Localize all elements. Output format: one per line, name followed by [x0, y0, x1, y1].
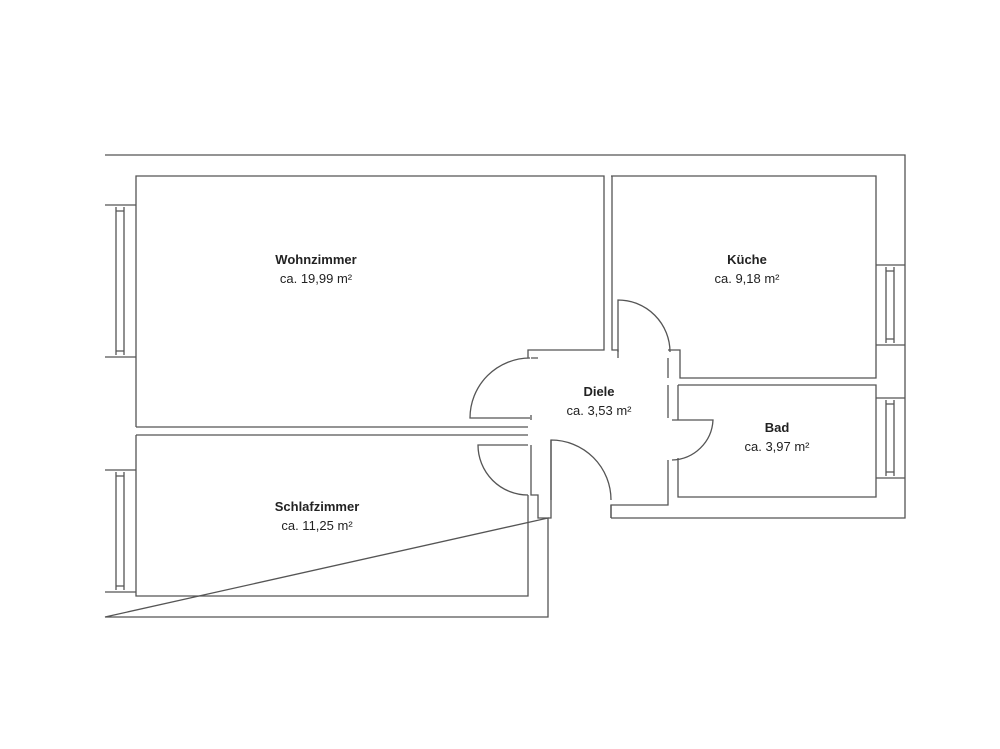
- door-wohnzimmer: [469, 357, 531, 419]
- door-bad: [671, 419, 714, 461]
- door-kueche: [617, 299, 671, 353]
- window-kueche: [876, 264, 905, 346]
- wall-kueche: [611, 175, 877, 379]
- window-wohnzimmer: [105, 204, 136, 358]
- window-bad: [876, 397, 905, 479]
- wall-wohnzimmer: [135, 175, 605, 428]
- wall-bad: [610, 384, 877, 518]
- door-schlafzimmer: [477, 444, 529, 496]
- wall-schlafzimmer: [135, 434, 529, 597]
- outer-wall: [104, 154, 906, 618]
- window-schlafzimmer: [105, 469, 136, 593]
- door-entrance: [550, 439, 612, 501]
